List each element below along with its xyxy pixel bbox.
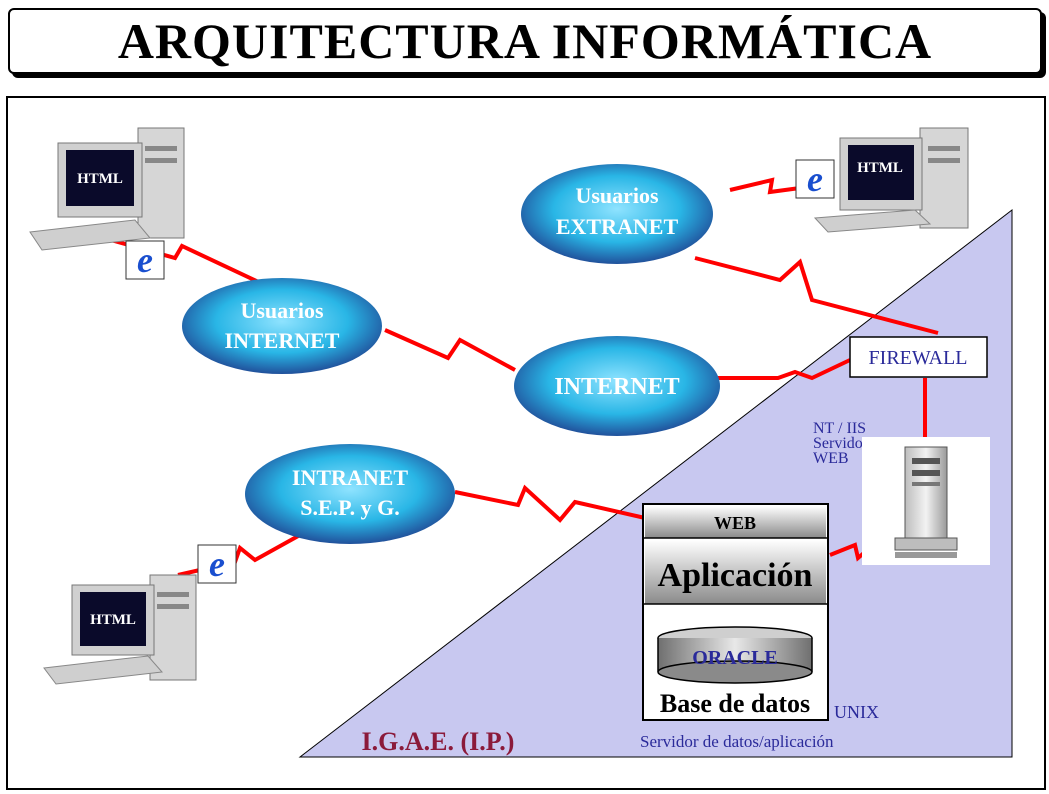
unix-label: UNIX (834, 702, 879, 722)
svg-text:e: e (209, 544, 225, 584)
igae-zone (298, 208, 1013, 758)
cloud-internet (514, 336, 720, 436)
cloud-intranet (245, 444, 455, 544)
link-pc3-intranet (177, 533, 301, 577)
firewall-box (849, 336, 988, 378)
cloud-intranet-line1: INTRANET (292, 465, 408, 490)
link-users-internet (384, 328, 516, 372)
computer-icon-topleft (29, 127, 185, 251)
cloud-usuarios-internet-line1: Usuarios (240, 298, 324, 323)
cloud-usuarios-extranet-line2: EXTRANET (556, 214, 679, 239)
cloud-internet-label: INTERNET (554, 374, 679, 400)
link-internet-firewall (718, 358, 851, 381)
server-tower-icon (862, 437, 990, 565)
web-server-line2: Servidor (813, 435, 869, 452)
computer-bottomleft-label: HTML (90, 612, 136, 628)
firewall-label: FIREWALL (869, 347, 968, 369)
web-server-line3: WEB (813, 450, 849, 467)
cloud-usuarios-internet (182, 278, 382, 374)
browser-icon-topleft: e (125, 240, 165, 280)
svg-text:e: e (137, 240, 153, 280)
igae-label: I.G.A.E. (I.P.) (362, 727, 515, 756)
browser-icon-topright: e (795, 159, 835, 199)
computer-icon-bottomleft (43, 574, 197, 685)
browser-icon-bottomleft: e (197, 544, 237, 584)
page-title: ARQUITECTURA INFORMÁTICA (117, 13, 933, 69)
cloud-usuarios-extranet (521, 164, 713, 264)
database-label: Base de datos (660, 689, 810, 718)
link-pc1-internet-users (99, 235, 266, 287)
cloud-intranet-line2: S.E.P. y G. (300, 495, 399, 520)
link-intranet-stack (454, 484, 646, 523)
app-stack (642, 503, 829, 721)
stack-app-label: Aplicación (658, 557, 813, 594)
stack-web-label: WEB (714, 513, 756, 533)
cloud-usuarios-extranet-line1: Usuarios (575, 183, 659, 208)
data-server-label: Servidor de datos/aplicación (640, 732, 834, 751)
computer-topleft-label: HTML (77, 171, 123, 187)
web-server-line1: NT / IIS (813, 420, 866, 437)
computer-icon-topright (813, 127, 969, 233)
link-extranet-firewall (694, 256, 939, 335)
cloud-usuarios-internet-line2: INTERNET (225, 328, 340, 353)
title-box: ARQUITECTURA INFORMÁTICA (8, 8, 1042, 74)
computer-topright-label: HTML (857, 160, 903, 176)
link-extranet-pc (729, 177, 801, 195)
svg-text:e: e (807, 159, 823, 199)
oracle-label: ORACLE (692, 647, 778, 669)
